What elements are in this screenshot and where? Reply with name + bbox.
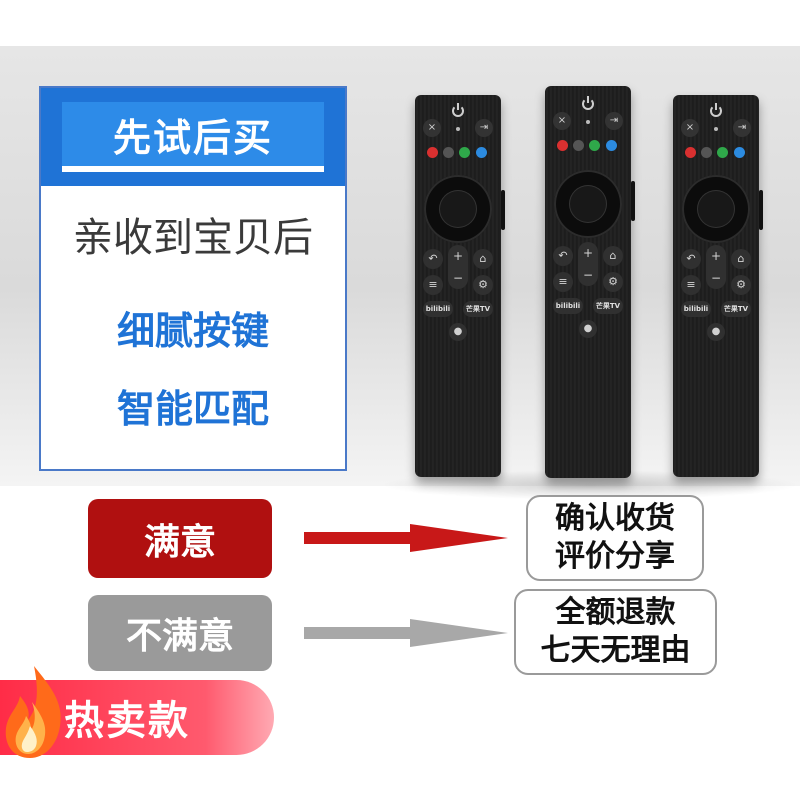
power-icon	[452, 103, 464, 117]
yellow-button	[573, 140, 584, 151]
satisfied-result-line1: 确认收货	[555, 501, 675, 536]
bilibili-button: bilibili	[423, 301, 453, 317]
volume-rocker: +−	[448, 245, 468, 289]
side-button	[631, 181, 635, 221]
mute-icon: ×	[681, 119, 699, 137]
panel-header-inner: 先试后买	[62, 102, 324, 172]
home-icon: ⌂	[603, 246, 623, 266]
microphone-icon: ●	[449, 323, 467, 341]
panel-line-received: 亲收到宝贝后	[73, 215, 313, 261]
yellow-button	[701, 147, 712, 158]
bilibili-button: bilibili	[681, 301, 711, 317]
info-panel: 先试后买 亲收到宝贝后 细腻按键 智能匹配	[39, 86, 347, 471]
unsatisfied-text: 不满意	[125, 616, 234, 657]
home-icon: ⌂	[731, 249, 751, 269]
power-icon	[582, 96, 594, 110]
mute-icon: ×	[423, 119, 441, 137]
mango-tv-button: 芒果TV	[721, 301, 751, 317]
side-button	[759, 190, 763, 230]
home-icon: ⌂	[473, 249, 493, 269]
settings-icon: ⚙	[473, 275, 493, 295]
microphone-icon: ●	[579, 320, 597, 338]
ok-button	[569, 185, 607, 223]
green-button	[459, 147, 470, 158]
panel-title: 先试后买	[112, 115, 273, 160]
mango-tv-button: 芒果TV	[593, 298, 623, 314]
menu-icon: ≡	[681, 275, 701, 295]
grey-arrow-icon	[304, 619, 508, 647]
panel-line-matching: 智能匹配	[116, 387, 269, 431]
dpad	[424, 175, 492, 243]
bilibili-button: bilibili	[553, 298, 583, 314]
input-source-icon: ⇥	[605, 112, 623, 130]
blue-button	[734, 147, 745, 158]
panel-line-buttons: 细腻按键	[116, 309, 269, 353]
back-icon: ↶	[423, 249, 443, 269]
indicator-dot	[456, 127, 460, 131]
unsatisfied-result-box: 全额退款 七天无理由	[514, 589, 717, 675]
flame-icon	[5, 666, 61, 758]
remote-control-1: × ⇥ ↶ +− ⌂ ≡ ⚙ bilibili 芒果TV ●	[415, 95, 505, 477]
satisfied-result-box: 确认收货 评价分享	[526, 495, 704, 581]
yellow-button	[443, 147, 454, 158]
power-icon	[710, 103, 722, 117]
blue-button	[476, 147, 487, 158]
green-button	[717, 147, 728, 158]
satisfied-result-line2: 评价分享	[555, 539, 675, 574]
satisfied-text: 满意	[143, 521, 216, 563]
unsatisfied-label: 不满意	[88, 595, 272, 671]
volume-rocker: +−	[578, 242, 598, 286]
back-icon: ↶	[553, 246, 573, 266]
panel-header: 先试后买	[41, 88, 345, 186]
mango-tv-button: 芒果TV	[463, 301, 493, 317]
side-button	[501, 190, 505, 230]
remote-control-3: × ⇥ ↶ +− ⌂ ≡ ⚙ bilibili 芒果TV ●	[673, 95, 763, 477]
red-arrow-icon	[304, 524, 508, 552]
red-button	[557, 140, 568, 151]
settings-icon: ⚙	[731, 275, 751, 295]
back-icon: ↶	[681, 249, 701, 269]
hot-seller-text: 热卖款	[64, 698, 190, 744]
red-button	[685, 147, 696, 158]
ok-button	[439, 190, 477, 228]
red-button	[427, 147, 438, 158]
unsatisfied-result-line1: 全额退款	[555, 595, 676, 630]
mute-icon: ×	[553, 112, 571, 130]
satisfied-label: 满意	[88, 499, 272, 578]
ok-button	[697, 190, 735, 228]
indicator-dot	[586, 120, 590, 124]
input-source-icon: ⇥	[475, 119, 493, 137]
menu-icon: ≡	[423, 275, 443, 295]
blue-button	[606, 140, 617, 151]
remote-control-2: × ⇥ ↶ +− ⌂ ≡ ⚙ bilibili 芒果TV ●	[545, 86, 635, 478]
dpad	[554, 170, 622, 238]
unsatisfied-result-line2: 七天无理由	[540, 633, 691, 668]
settings-icon: ⚙	[603, 272, 623, 292]
microphone-icon: ●	[707, 323, 725, 341]
input-source-icon: ⇥	[733, 119, 751, 137]
dpad	[682, 175, 750, 243]
menu-icon: ≡	[553, 272, 573, 292]
green-button	[589, 140, 600, 151]
volume-rocker: +−	[706, 245, 726, 289]
indicator-dot	[714, 127, 718, 131]
